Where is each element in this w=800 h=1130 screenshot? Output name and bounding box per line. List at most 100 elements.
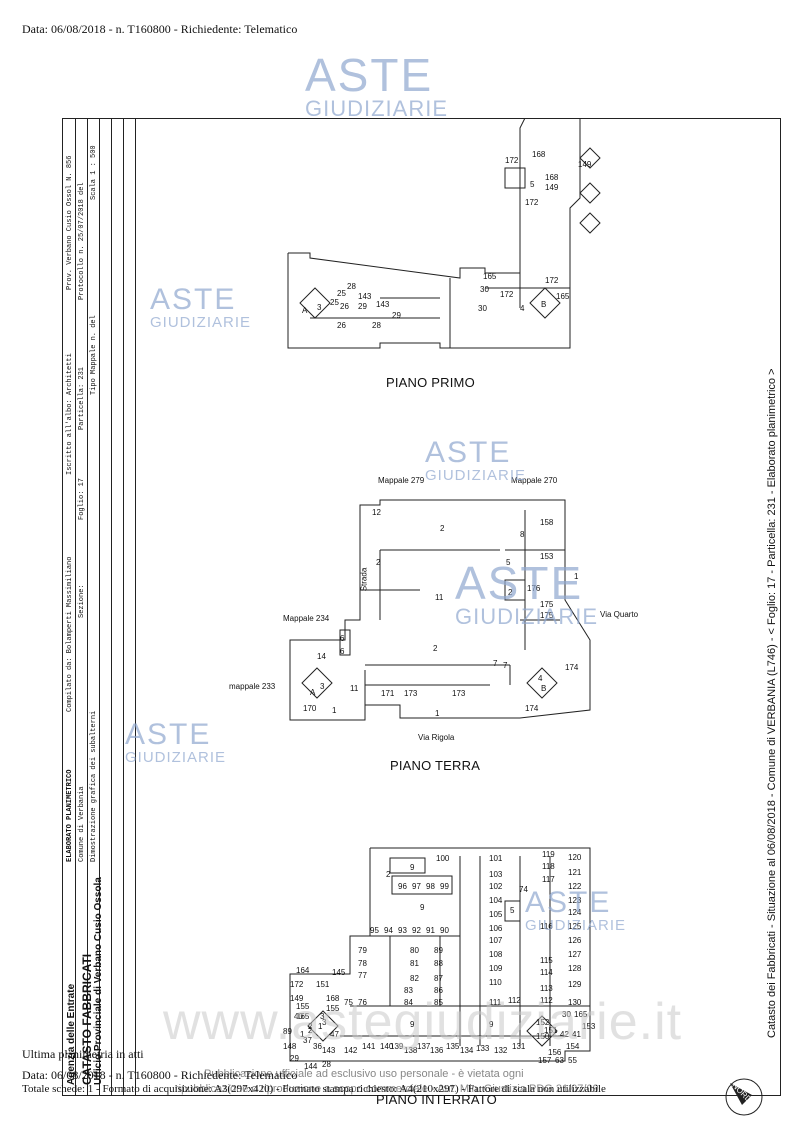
label: 11 xyxy=(350,684,359,693)
plan-piano-primo xyxy=(287,118,601,349)
watermark-brand-bottom: GIUDIZIARIE xyxy=(305,96,449,121)
watermark-logo: ASTE GIUDIZIARIE xyxy=(125,718,226,766)
label: 101 xyxy=(489,854,503,863)
label: 125 xyxy=(568,922,582,931)
plan-piano-interrato xyxy=(289,847,591,1062)
label: 132 xyxy=(494,1046,508,1055)
label: 124 xyxy=(568,908,582,917)
label: 156 xyxy=(548,1048,562,1057)
label: 9 xyxy=(410,1020,415,1029)
label: 5 xyxy=(530,180,535,189)
titleblock-compilato: Compilato da: Bolamperti Massimiliano xyxy=(66,556,74,712)
label: 172 xyxy=(545,276,559,285)
watermark-legal-1: Pubblicazione ufficiale ad esclusivo uso… xyxy=(204,1068,524,1080)
label: 89 xyxy=(434,946,443,955)
label: 151 xyxy=(544,1026,558,1035)
label: 80 xyxy=(410,946,419,955)
label: 165 xyxy=(483,272,497,281)
label: 165 xyxy=(574,1010,588,1019)
label: 164 xyxy=(296,966,310,975)
label: 5 xyxy=(506,558,511,567)
label: Mappale 234 xyxy=(283,614,330,623)
label: 155 xyxy=(296,1002,310,1011)
label: 7 xyxy=(503,661,508,670)
label: 76 xyxy=(358,998,367,1007)
label: 63 xyxy=(555,1056,564,1065)
label: 134 xyxy=(460,1046,474,1055)
label: A xyxy=(302,306,308,315)
label: 93 xyxy=(398,926,407,935)
label: 89 xyxy=(283,1027,292,1036)
label: 6 xyxy=(340,634,345,643)
label: 170 xyxy=(303,704,317,713)
label: 2 xyxy=(508,588,513,597)
label: 96 xyxy=(398,882,407,891)
label: 55 xyxy=(568,1056,577,1065)
label: 1 xyxy=(435,709,440,718)
label: 136 xyxy=(430,1046,444,1055)
label: 154 xyxy=(566,1042,580,1051)
label: 3 xyxy=(317,303,322,312)
label: 78 xyxy=(358,959,367,968)
label: 7 xyxy=(493,659,498,668)
label: 9 xyxy=(420,903,425,912)
titleblock-catasto: CATASTO FABBRICATI xyxy=(80,953,94,1085)
label: Mappale 270 xyxy=(511,476,558,485)
footer-line-3: Totale schede: 1 - Formato di acquisizio… xyxy=(22,1083,606,1095)
label: 1 xyxy=(300,1030,305,1039)
label: 120 xyxy=(568,853,582,862)
label: 127 xyxy=(568,950,582,959)
label: 81 xyxy=(410,959,419,968)
label: 118 xyxy=(542,862,555,871)
label: 107 xyxy=(489,936,503,945)
titleblock-scala: Scala 1 : 500 xyxy=(90,145,98,200)
label: 9 xyxy=(489,1020,494,1029)
plan-title-terra: PIANO TERRA xyxy=(390,758,481,773)
label: 176 xyxy=(527,584,541,593)
north-arrow-icon xyxy=(725,1078,763,1116)
label: 153 xyxy=(540,552,554,561)
label: 145 xyxy=(332,968,346,977)
label: 28 xyxy=(322,1060,331,1069)
label: Via Quarto xyxy=(600,610,639,619)
side-caption: Catasto dei Fabbricati - Situazione al 0… xyxy=(766,368,778,1038)
label: 26 xyxy=(340,302,349,311)
label: 117 xyxy=(542,875,555,884)
plan-title-interrato: PIANO INTERRATO xyxy=(376,1092,497,1107)
label: 30 xyxy=(480,285,489,294)
titleblock-tipo-mappale: Tipo Mappale n. del xyxy=(90,315,98,395)
label: 149 xyxy=(578,160,592,169)
label: 86 xyxy=(434,986,443,995)
label: 88 xyxy=(434,959,443,968)
label: 5 xyxy=(510,906,515,915)
label: 74 xyxy=(519,885,528,894)
label: 87 xyxy=(434,974,443,983)
label: 2 xyxy=(386,870,391,879)
watermark-brand-top: ASTE xyxy=(125,718,212,751)
watermark-logo-top: ASTE GIUDIZIARIE xyxy=(305,52,448,120)
label: 173 xyxy=(452,689,466,698)
label: 8 xyxy=(520,530,525,539)
label: 126 xyxy=(568,936,582,945)
label: 11 xyxy=(435,593,444,602)
label: 172 xyxy=(290,980,304,989)
titleblock-prov: Prov. Verbano Cusio Ossol N. 856 xyxy=(66,155,74,290)
label: 92 xyxy=(412,926,421,935)
label: 137 xyxy=(417,1042,431,1051)
label: 9 xyxy=(410,863,415,872)
label: 165 xyxy=(556,292,570,301)
watermark-logo: ASTE GIUDIZIARIE xyxy=(150,285,251,331)
label: 40 xyxy=(294,1012,303,1021)
label: 4 xyxy=(538,674,543,683)
watermark-legal-2: ripubblicazione o riproduzione a scopo c… xyxy=(175,1083,599,1095)
label: 2 xyxy=(308,1022,313,1031)
footer-line-1: Ultima planimetria in atti xyxy=(22,1047,144,1061)
label: 75 xyxy=(344,998,353,1007)
label: 84 xyxy=(404,998,413,1007)
label: 113 xyxy=(540,984,553,993)
label: Mappale 279 xyxy=(378,476,425,485)
label: 3 xyxy=(322,1018,327,1027)
label: 119 xyxy=(542,850,555,859)
label: 131 xyxy=(512,1042,526,1051)
watermark-brand-bottom: GIUDIZIARIE xyxy=(525,917,627,934)
